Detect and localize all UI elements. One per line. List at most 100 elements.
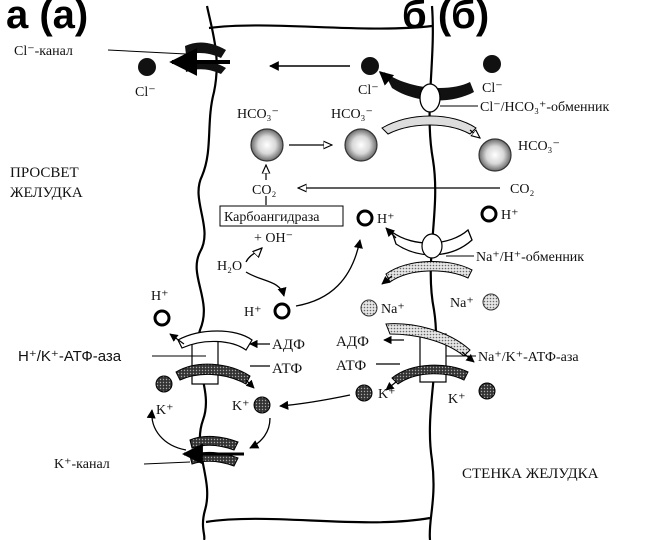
k-channel: K⁺-канал [54, 435, 244, 472]
k-to-channel-arrow [249, 417, 271, 449]
ca-label: Карбоангидраза [224, 210, 320, 225]
nak-atpase-label: Na⁺/K⁺-АТФ-аза [478, 350, 579, 365]
h-ion-lumen [153, 309, 171, 327]
na-ion-cell [360, 299, 378, 317]
title-right: б (б) [402, 0, 489, 37]
top-junction [208, 24, 433, 30]
co2-label-cell: CO₂ [252, 183, 276, 198]
na-ions: Na⁺ Na⁺ [360, 293, 500, 317]
k-ion-lumen [155, 375, 173, 393]
k-channel-shape-top [189, 435, 239, 451]
carbonic-anhydrase: Карбоангидраза + OH⁻ H₂O [217, 196, 344, 297]
nak-atpase-k-arc [391, 364, 469, 385]
k-label-cell-left: K⁺ [232, 399, 250, 414]
hk-atpase-label: H⁺/K⁺-АТФ-аза [18, 348, 122, 365]
na-label-cell: Na⁺ [381, 302, 405, 317]
na-h-label: Na⁺/H⁺-обменник [476, 250, 584, 265]
hco3-ion-3 [478, 138, 512, 172]
cl-exchanger-label: Cl⁻/HCO₃⁺-обменник [480, 100, 610, 115]
h-ion-blood [480, 205, 498, 223]
h-label-lumen: H⁺ [151, 289, 169, 304]
lumen-label-1: ПРОСВЕТ [10, 165, 79, 181]
lumen-label-2: ЖЕЛУДКА [10, 185, 83, 201]
na-ion-blood [482, 293, 500, 311]
hk-atpase-h-arrow [169, 333, 185, 345]
cl-exchanger-black-arc [384, 72, 474, 101]
hco3-ion-2 [344, 128, 378, 162]
co2-group: CO₂ CO₂ [252, 165, 534, 198]
na-h-transporter [421, 233, 443, 259]
k-ions: K⁺ K⁺ K⁺ K⁺ [146, 375, 496, 451]
na-h-exchanger-upper-arc [390, 228, 473, 256]
cl-channel: Cl⁻-канал Cl⁻ [14, 42, 230, 100]
k-label-cell-right: K⁺ [378, 387, 396, 402]
h-ion-cell-top [356, 209, 374, 227]
h2o-to-oh-arrow [245, 248, 262, 263]
k-cell-arrow [279, 394, 351, 410]
k-channel-label: K⁺-канал [54, 457, 110, 472]
co2-label-blood: CO₂ [510, 182, 534, 197]
h-label-cell-top: H⁺ [377, 212, 395, 227]
bottom-junction [205, 516, 431, 524]
na-h-exchanger-na-arrow [381, 275, 393, 285]
h-label-cell: H⁺ [244, 305, 262, 320]
hco3-ion-1 [250, 128, 284, 162]
k-ion-cell-right [355, 384, 373, 402]
na-h-exchanger-h-arrow [385, 227, 397, 239]
h-cell-arrow [295, 239, 363, 307]
oh-label: + OH⁻ [254, 231, 293, 246]
k-ion-blood [478, 382, 496, 400]
nak-atpase-k-arrow [385, 381, 397, 391]
hco3-label-1: HCO₃⁻ [237, 107, 279, 122]
k-channel-leader [143, 461, 191, 465]
hk-atpase-k-arrow [245, 379, 255, 389]
hco3-exchanger-arrow [469, 130, 480, 138]
nak-atpase-na-arc [385, 323, 471, 357]
nak-atpase: АДФ АТФ Na⁺/K⁺-АТФ-аза [336, 323, 579, 391]
h2o-label: H₂O [217, 259, 242, 274]
k-label-lumen: K⁺ [156, 403, 174, 418]
title-left: а (а) [6, 0, 88, 37]
hk-atp-label: АТФ [272, 361, 302, 377]
cl-ion-blood-label: Cl⁻ [482, 81, 503, 96]
h2o-to-h-arrow [245, 271, 287, 297]
h-label-blood: H⁺ [501, 208, 519, 223]
cl-ion-cell-label: Cl⁻ [358, 83, 379, 98]
region-labels: ПРОСВЕТ ЖЕЛУДКА СТЕНКА ЖЕЛУДКА [10, 165, 599, 482]
hco3-group: HCO₃⁻ HCO₃⁻ HCO₃⁻ [237, 107, 560, 172]
k-label-blood: K⁺ [448, 392, 466, 407]
hk-atpase: H⁺/K⁺-АТФ-аза АДФ АТФ [18, 330, 305, 389]
h-ion-cell [273, 302, 291, 320]
nak-adp-label: АДФ [336, 334, 369, 350]
k-channel-to-lumen-arrow [146, 409, 187, 451]
nak-atpase-na-arrow [461, 351, 475, 363]
wall-label: СТЕНКА ЖЕЛУДКА [462, 466, 599, 482]
cl-channel-shape-top [185, 42, 226, 58]
cl-channel-leader [107, 49, 187, 55]
h-ions: H⁺ H⁺ H⁺ H⁺ [151, 205, 519, 327]
hk-atpase-pump [191, 335, 219, 385]
cl-channel-label: Cl⁻-канал [14, 44, 73, 59]
hk-atpase-h-arc [177, 330, 253, 351]
cl-exchanger-transporter [419, 83, 441, 113]
cl-ion-cell [361, 57, 379, 75]
k-ion-cell-left [253, 396, 271, 414]
na-h-exchanger-lower-arc [385, 261, 473, 283]
cl-ion-lumen [138, 58, 156, 76]
hco3-label-2: HCO₃⁻ [331, 107, 373, 122]
ca-box [219, 205, 344, 227]
cl-exchanger-arrow [378, 71, 395, 86]
nak-atp-label: АТФ [336, 358, 366, 374]
cl-ion-blood [483, 55, 501, 73]
cl-intracellular: Cl⁻ [269, 57, 379, 98]
cl-ion-lumen-label: Cl⁻ [135, 85, 156, 100]
na-h-exchanger: Na⁺/H⁺-обменник [381, 227, 584, 285]
hco3-label-3: HCO₃⁻ [518, 139, 560, 154]
apical-membrane [195, 5, 218, 540]
na-label-blood: Na⁺ [450, 296, 474, 311]
title: а (а) б (б) [6, 0, 489, 37]
hk-adp-label: АДФ [272, 337, 305, 353]
cl-hco3-exchanger: Cl⁻ Cl⁻/HCO₃⁺-обменник [378, 55, 610, 138]
